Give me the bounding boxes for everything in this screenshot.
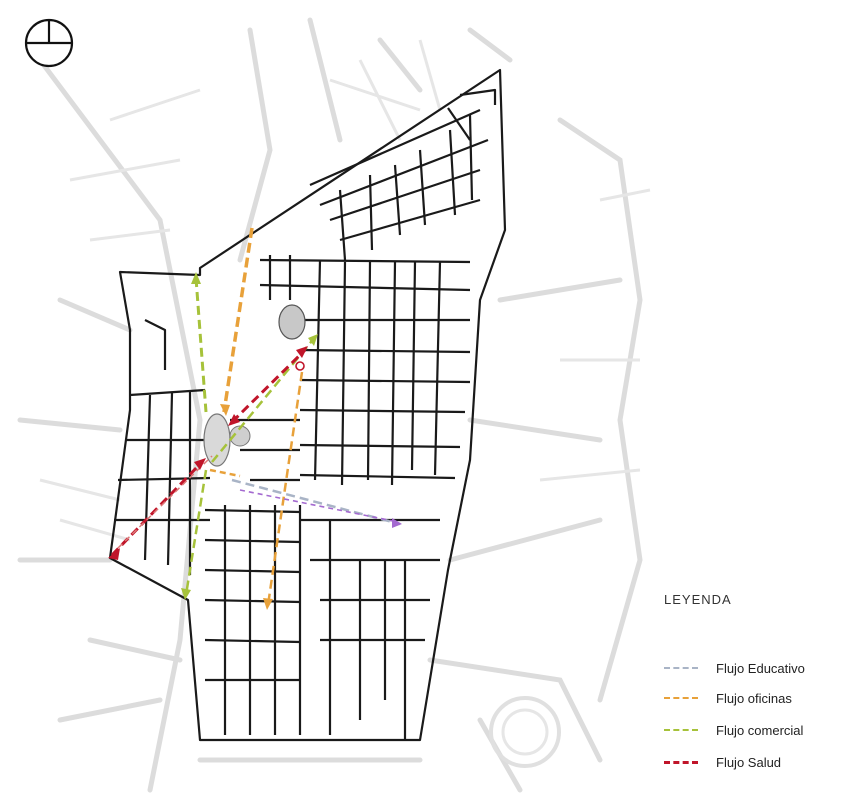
plaza-central-small [229,425,251,447]
legend-item-comercial: Flujo comercial [664,720,803,740]
legend-swatch-oficinas [664,697,698,699]
legend-item-educativo: Flujo Educativo [664,658,805,678]
background-streets [17,17,651,793]
arrowhead-salud-center [228,414,240,426]
legend-swatch-salud [664,760,698,764]
arrowhead-salud-ne [296,346,308,358]
legend-label-educativo: Flujo Educativo [716,660,805,676]
arrowhead-salud-sw [108,548,120,560]
legend-title: LEYENDA [664,592,732,607]
legend-label-comercial: Flujo comercial [716,722,804,738]
flow-salud-ne [230,348,307,424]
arrowhead-salud-mid [194,458,206,470]
flow-purple [239,489,399,523]
legend-swatch-comercial [664,729,698,731]
flow-node-salud [295,361,305,371]
legend-swatch-educativo [664,667,698,669]
arrowhead-oficinas-center [220,404,230,416]
flow-educativo [231,478,401,526]
flow-oficinas-north [222,227,254,413]
legend-item-salud: Flujo Salud [664,752,781,772]
flow-lines [108,227,402,610]
arrowhead-comercial-ne [308,334,318,346]
flow-oficinas-local [209,468,241,478]
legend-item-oficinas: Flujo oficinas [664,688,792,708]
arrowhead-oficinas-bottom [263,598,273,610]
arrowhead-comercial-bottom [181,588,191,600]
legend-label-salud: Flujo Salud [716,754,782,770]
flow-salud-parallel [117,455,213,549]
district-streets [108,68,507,742]
legend-label-oficinas: Flujo oficinas [716,690,792,706]
flow-comercial-vertical [194,277,208,413]
flow-comercial-south [184,469,208,596]
arrowhead-comercial-top [191,272,201,284]
north-arrow-icon [24,18,74,68]
plaza-north [278,304,306,340]
flow-oficinas-south [266,371,304,606]
arrowhead-purple [392,518,402,528]
plaza-central [203,413,231,467]
